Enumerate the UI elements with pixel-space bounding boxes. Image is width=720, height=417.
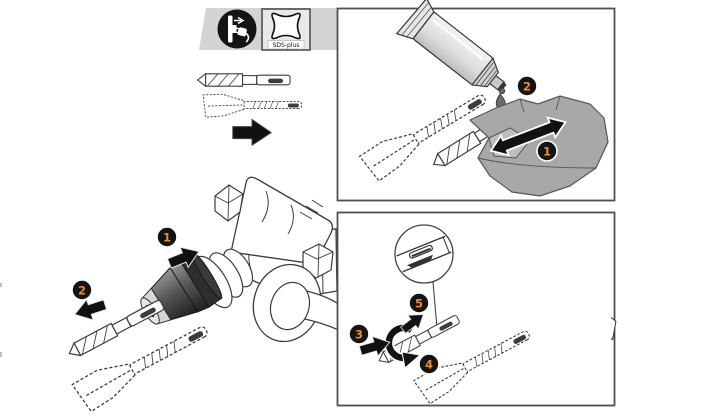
svg-text:2: 2 — [523, 80, 531, 94]
drill-bit-icon — [197, 73, 291, 87]
unplug-power-icon — [217, 9, 257, 49]
callout-1: 1 — [536, 140, 558, 162]
wipe-double-arrow — [489, 116, 567, 157]
remove-bit-figure: 1 2 — [65, 176, 346, 415]
chisel-icon — [202, 93, 303, 118]
page-edge-artifact — [0, 352, 2, 357]
panel-border — [336, 211, 616, 407]
page-edge-artifact — [0, 283, 2, 287]
grease-tube — [395, 0, 507, 92]
rotary-hammer-drill — [129, 176, 346, 351]
next-step-arrow-icon — [232, 118, 272, 146]
svg-text:4: 4 — [425, 358, 433, 372]
callout-2: 2 — [71, 279, 93, 301]
grease-drop-small — [498, 87, 506, 95]
icon-bar: SDS-plus — [199, 8, 341, 51]
sds-plus-label: SDS-plus — [273, 42, 300, 49]
callout-5: 5 — [408, 292, 430, 314]
svg-text:5: 5 — [415, 297, 423, 311]
shank-detail-callout — [394, 224, 454, 284]
callout-4: 4 — [418, 353, 440, 375]
svg-text:3: 3 — [355, 328, 363, 342]
insert-bit-panel: 5 3 4 — [336, 211, 617, 407]
callout-1: 1 — [156, 226, 178, 248]
detail-pointer-line — [432, 281, 438, 329]
sds-plus-shank-icon: SDS-plus — [261, 8, 311, 51]
compatible-bits-legend — [197, 73, 303, 146]
svg-text:2: 2 — [78, 284, 86, 298]
callout-3: 3 — [348, 323, 370, 345]
prepare-bit-panel: 2 1 — [336, 0, 616, 202]
svg-text:1: 1 — [543, 145, 551, 159]
callout-2: 2 — [516, 75, 538, 97]
svg-text:1: 1 — [163, 231, 171, 245]
chisel-dashed — [71, 315, 216, 415]
